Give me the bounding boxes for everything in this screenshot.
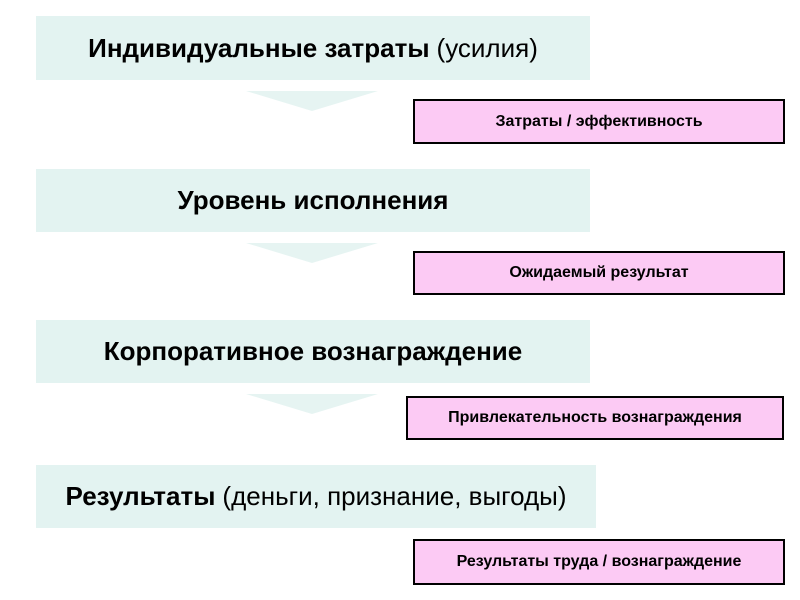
step-individual-effort: Индивидуальные затраты (усилия) (36, 16, 590, 80)
note-effort-efficiency: Затраты / эффективность (413, 99, 785, 144)
down-arrow-3 (246, 394, 378, 414)
step-results-title: Результаты (65, 481, 216, 511)
step-individual-effort-title: Индивидуальные затраты (88, 32, 430, 63)
note-expected-result: Ожидаемый результат (413, 251, 785, 295)
step-results: Результаты (деньги, признание, выгоды) (36, 465, 596, 528)
note-work-results-reward: Результаты труда / вознаграждение (413, 539, 785, 585)
step-individual-effort-qualifier: (усилия) (436, 32, 538, 63)
down-arrow-2 (246, 243, 378, 263)
down-arrow-1 (246, 91, 378, 111)
step-results-qualifier: (деньги, признание, выгоды) (222, 481, 567, 511)
step-performance-level-title: Уровень исполнения (177, 185, 449, 215)
step-corporate-reward: Корпоративное вознаграждение (36, 320, 590, 383)
step-performance-level: Уровень исполнения (36, 169, 590, 232)
step-corporate-reward-title: Корпоративное вознаграждение (103, 336, 523, 366)
note-reward-attractiveness: Привлекательность вознаграждения (406, 396, 784, 440)
